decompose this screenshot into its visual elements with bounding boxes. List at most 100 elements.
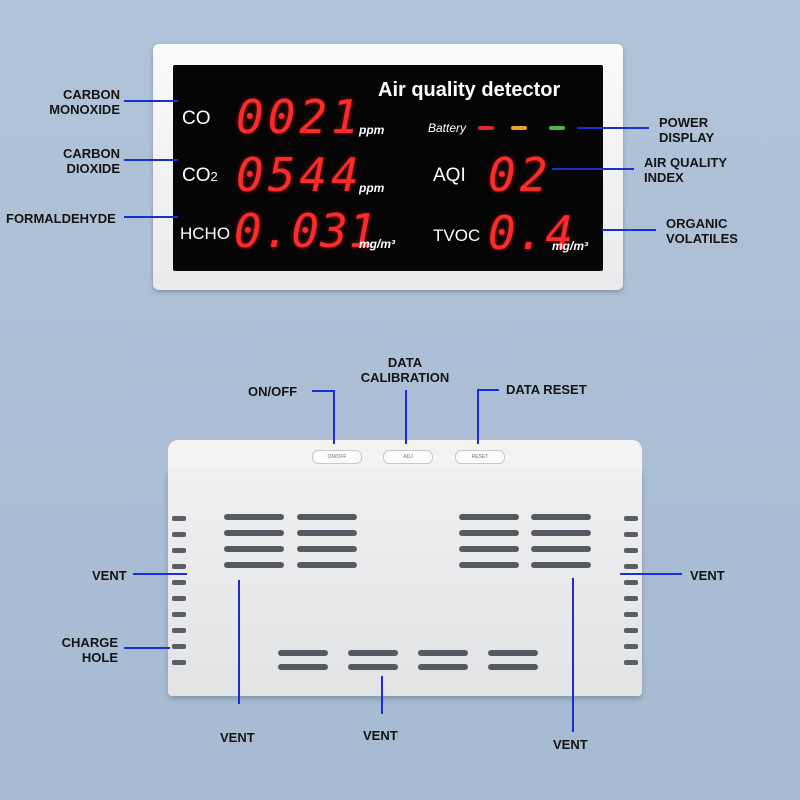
vent-slot — [531, 562, 591, 568]
leader-line — [572, 578, 574, 732]
vent-slot — [624, 516, 638, 521]
leader-line — [405, 390, 407, 444]
battery-level-low — [478, 126, 494, 130]
leader-line — [577, 127, 649, 129]
vent-slot — [172, 628, 186, 633]
vent-slot — [278, 650, 328, 656]
vent-slot — [531, 530, 591, 536]
vent-slot — [624, 596, 638, 601]
vent-slot — [531, 514, 591, 520]
vent-slot — [624, 548, 638, 553]
hcho-value: 0.031 — [234, 204, 378, 258]
leader-line — [124, 159, 178, 161]
leader-line — [133, 573, 187, 575]
vent-slot — [224, 546, 284, 552]
vent-slot — [297, 514, 357, 520]
callout-vent-right: VENT — [690, 568, 725, 583]
tvoc-label: TVOC — [433, 226, 481, 245]
vent-slot — [172, 548, 186, 553]
vent-slot — [224, 530, 284, 536]
co-unit: ppm — [359, 123, 385, 137]
battery-level-high — [549, 126, 565, 130]
vent-slot — [418, 664, 468, 670]
callout-vent-bottom-right: VENT — [553, 737, 588, 752]
co2-value: 0544 — [236, 148, 363, 202]
leader-line — [620, 573, 682, 575]
aqi-label: AQI — [433, 165, 466, 186]
on-off-button[interactable]: ON/OFF — [312, 450, 362, 464]
data-calibration-button[interactable]: ADJ — [383, 450, 433, 464]
leader-line — [238, 580, 240, 704]
leader-line — [477, 389, 479, 444]
vent-slot — [172, 644, 186, 649]
vent-slot — [624, 564, 638, 569]
callout-formaldehyde: FORMALDEHYDE — [6, 211, 116, 226]
vent-slot — [459, 514, 519, 520]
display-title: Air quality detector — [378, 79, 561, 101]
vent-slot — [172, 532, 186, 537]
leader-line — [312, 390, 334, 392]
vent-slot — [224, 514, 284, 520]
vent-slot — [172, 612, 186, 617]
co2-unit: ppm — [359, 181, 385, 195]
vent-slot — [418, 650, 468, 656]
vent-slot — [459, 530, 519, 536]
leader-line — [477, 389, 499, 391]
tvoc-value: 0.4 — [488, 206, 575, 260]
callout-vent-bottom-left: VENT — [220, 730, 255, 745]
detector-display-screen — [173, 65, 603, 271]
leader-line — [602, 229, 656, 231]
leader-line — [381, 676, 383, 714]
vent-slot — [297, 546, 357, 552]
vent-slot — [297, 562, 357, 568]
leader-line — [124, 216, 178, 218]
vent-slot — [459, 562, 519, 568]
vent-slot — [459, 546, 519, 552]
vent-slot — [278, 664, 328, 670]
vent-slot — [172, 516, 186, 521]
vent-slot — [172, 580, 186, 585]
vent-slot — [224, 562, 284, 568]
vent-slot — [172, 596, 186, 601]
battery-label: Battery — [428, 121, 467, 135]
data-reset-button[interactable]: RESET — [455, 450, 505, 464]
callout-vent-left: VENT — [92, 568, 127, 583]
leader-line — [124, 100, 178, 102]
vent-slot — [531, 546, 591, 552]
vent-slot — [624, 660, 638, 665]
vent-slot — [624, 532, 638, 537]
co2-label: CO2 — [182, 165, 218, 186]
hcho-unit: mg/m³ — [359, 237, 395, 251]
vent-slot — [348, 650, 398, 656]
detector-back-body — [168, 470, 642, 696]
vent-slot — [488, 650, 538, 656]
co-value: 0021 — [236, 90, 363, 144]
vent-slot — [624, 628, 638, 633]
vent-slot — [348, 664, 398, 670]
leader-line — [333, 390, 335, 444]
vent-slot — [624, 612, 638, 617]
vent-slot — [172, 564, 186, 569]
co-label: CO — [182, 108, 211, 129]
vent-slot — [172, 660, 186, 665]
hcho-label: HCHO — [180, 224, 231, 243]
callout-vent-bottom-center: VENT — [363, 728, 398, 743]
callout-on-off: ON/OFF — [248, 384, 298, 399]
callout-data-reset: DATA RESET — [506, 382, 587, 397]
aqi-value: 02 — [488, 148, 552, 202]
battery-level-mid — [511, 126, 527, 130]
leader-line — [552, 168, 634, 170]
leader-line — [124, 647, 170, 649]
tvoc-unit: mg/m³ — [552, 239, 588, 253]
vent-slot — [624, 580, 638, 585]
vent-slot — [488, 664, 538, 670]
vent-slot — [297, 530, 357, 536]
vent-slot — [624, 644, 638, 649]
